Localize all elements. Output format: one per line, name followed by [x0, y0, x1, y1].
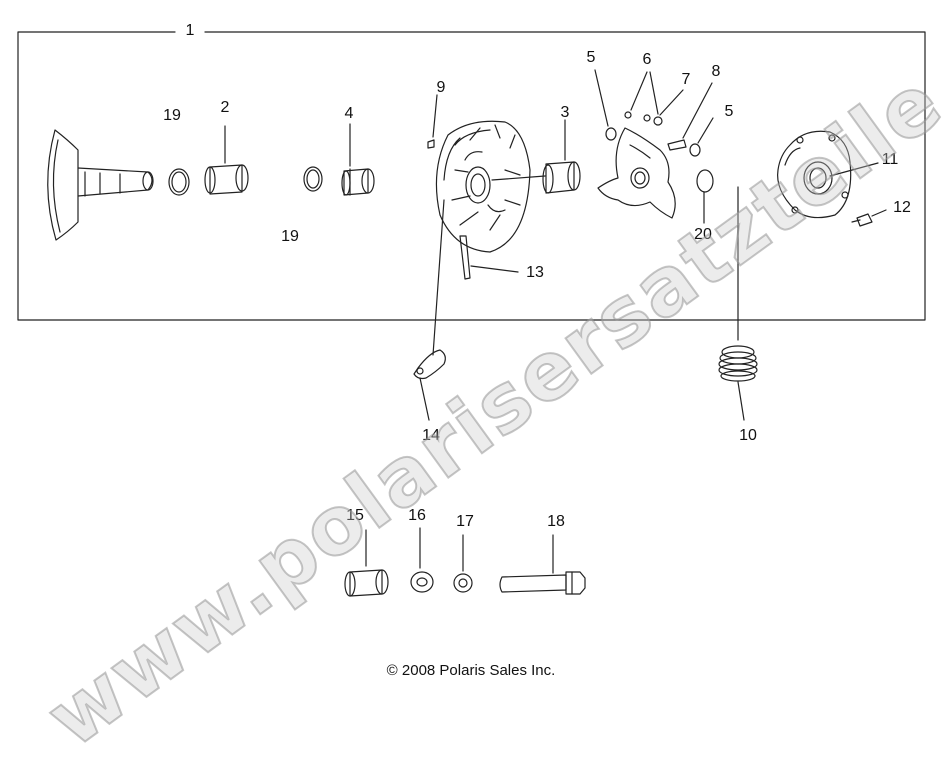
sleeve-3	[542, 161, 581, 194]
bolt-12	[851, 213, 873, 227]
spider-drawing	[597, 127, 676, 219]
clutch-sheave-drawing	[47, 129, 154, 241]
callout-10: 10	[739, 427, 757, 444]
callout-11: 11	[881, 151, 899, 168]
callout-17: 17	[456, 513, 474, 530]
ring-20	[696, 169, 714, 193]
copyright-notice: © 2008 Polaris Sales Inc.	[386, 662, 556, 679]
callout-13: 13	[526, 264, 544, 281]
bolt-18	[499, 571, 586, 595]
washer-16	[410, 571, 434, 593]
assembly-bracket	[17, 31, 926, 321]
callout-1: 1	[183, 22, 197, 39]
parts-diagram: 1 2 3 4 5 5 6 7 8 9 10 11 12 13 14 15 16…	[17, 0, 942, 765]
washer-17	[453, 573, 473, 593]
ring-19-right	[303, 166, 323, 192]
bushing-2	[204, 164, 249, 195]
roller-6a	[624, 111, 632, 119]
callout-19-right: 19	[281, 228, 299, 245]
spring-10	[718, 345, 758, 382]
pin-8	[667, 139, 687, 151]
bushing-4	[341, 168, 375, 196]
roller-7	[653, 116, 663, 126]
callout-9: 9	[436, 79, 446, 96]
callout-5-right: 5	[724, 103, 734, 120]
callout-8: 8	[711, 63, 721, 80]
callout-16: 16	[408, 507, 426, 524]
roller-6b	[643, 114, 651, 122]
callout-12: 12	[893, 199, 911, 216]
callout-20: 20	[694, 226, 712, 243]
callout-6: 6	[642, 51, 652, 68]
callout-18: 18	[547, 513, 565, 530]
diagram-canvas	[17, 31, 926, 597]
clutch-housing-drawing	[435, 120, 531, 253]
callout-5-left: 5	[586, 49, 596, 66]
pin-13	[459, 235, 471, 280]
button-5-right	[689, 143, 701, 157]
button-5-left	[605, 127, 617, 141]
callout-4: 4	[344, 105, 354, 122]
spacer-15	[344, 569, 389, 597]
callout-19-left: 19	[163, 107, 181, 124]
callout-3: 3	[560, 104, 570, 121]
callout-7: 7	[681, 71, 691, 88]
clutch-cover-drawing	[777, 130, 852, 219]
callout-14: 14	[422, 427, 440, 444]
weight-14	[413, 349, 446, 380]
callout-15: 15	[346, 507, 364, 524]
pin-9	[427, 139, 435, 149]
callout-2: 2	[220, 99, 230, 116]
ring-19-left	[168, 168, 190, 196]
